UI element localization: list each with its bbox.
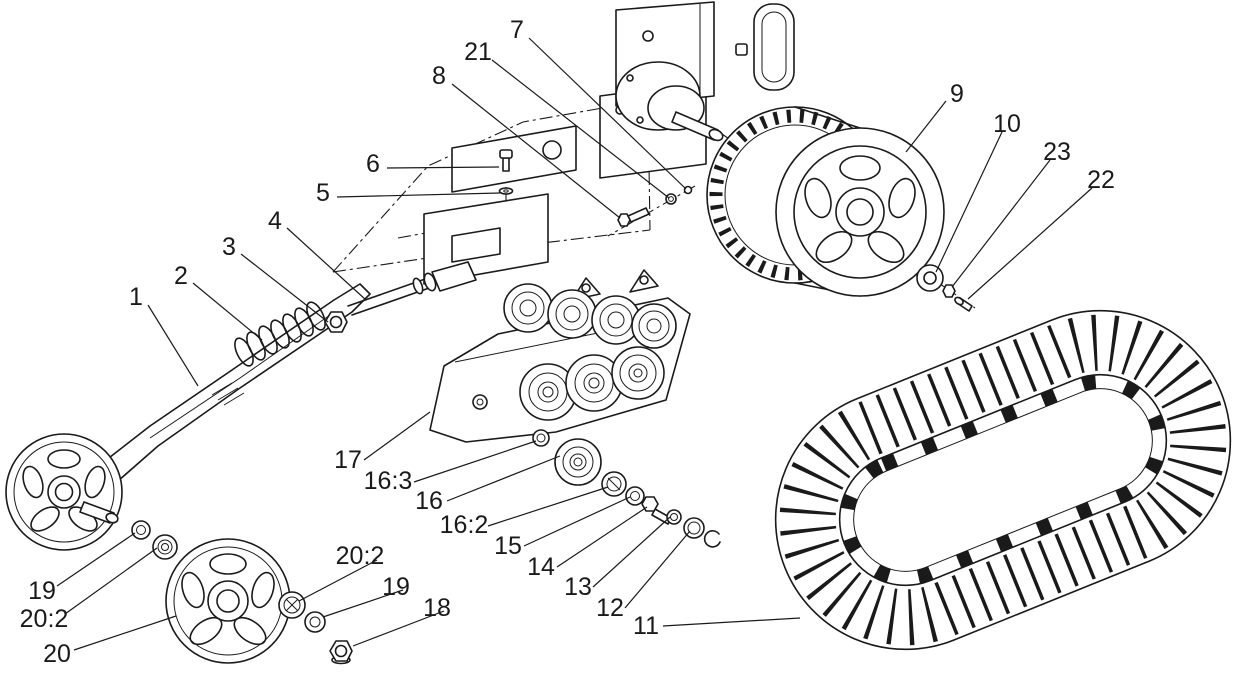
washer-19-right: [304, 611, 326, 633]
leader-line-23: [951, 159, 1051, 288]
bolt-6: [499, 149, 513, 172]
pin-7: [683, 185, 693, 195]
drive-motor-assembly: [615, 1, 795, 142]
leader-line-4: [286, 227, 367, 301]
ring-16-3: [532, 429, 550, 447]
leader-line-8: [451, 83, 621, 219]
roller-16: [554, 438, 602, 486]
leader-line-1: [147, 304, 199, 387]
leader-line-6: [386, 166, 500, 169]
callout-2: 2: [174, 262, 188, 290]
callout-19-left: 19: [28, 577, 56, 605]
leader-line-20-2-right: [298, 559, 378, 602]
callout-6: 6: [366, 150, 380, 178]
callout-1: 1: [129, 283, 143, 311]
leader-line-2: [192, 282, 263, 341]
leader-line-22: [967, 187, 1093, 300]
nut-3: [324, 311, 348, 333]
bolt-23: [942, 284, 956, 298]
callout-4: 4: [268, 207, 282, 235]
washer-21: [665, 193, 677, 205]
callout-19-right: 19: [382, 573, 410, 601]
callout-20-2-right: 20:2: [336, 542, 385, 570]
leader-line-13: [592, 516, 671, 588]
callout-8: 8: [432, 62, 446, 90]
washer-10: [916, 264, 944, 292]
leader-line-18: [352, 610, 445, 647]
washer-5: [498, 187, 514, 195]
tension-spring: [234, 301, 326, 367]
callout-13: 13: [564, 573, 592, 601]
nut-18: [329, 640, 353, 665]
leader-line-20: [73, 615, 177, 651]
front-idler-wheel: [5, 433, 123, 551]
leader-line-9: [905, 100, 947, 153]
bearing-20-2-left: [152, 534, 178, 560]
callout-22: 22: [1087, 166, 1115, 194]
leader-line-11: [662, 617, 801, 627]
callout-17: 17: [334, 446, 362, 474]
callout-21: 21: [464, 38, 492, 66]
snap-ring: [703, 530, 721, 548]
callout-16: 16: [415, 487, 443, 515]
callout-9: 9: [950, 80, 964, 108]
callout-20: 20: [43, 640, 71, 668]
idler-wheel-20: [165, 538, 291, 664]
leader-lines: [56, 37, 1093, 651]
leader-line-14: [556, 506, 648, 568]
rubber-track: [774, 309, 1232, 651]
callout-16-3: 16:3: [364, 467, 413, 495]
callout-7: 7: [510, 16, 524, 44]
callout-labels: 1 2 3 4 5 6 7 21 8 9 10 23 22 17 16:3 16…: [20, 16, 1115, 668]
bogie-top-rollers: [503, 283, 677, 349]
leader-line-7: [528, 37, 687, 190]
bearing-20-2-right: [278, 591, 306, 619]
bogie-roller-assembly: [429, 269, 691, 443]
callout-11: 11: [633, 612, 659, 640]
bolt-8: [617, 207, 650, 227]
leader-line-16-3: [413, 440, 537, 483]
callout-14: 14: [527, 553, 555, 581]
screw-22: [954, 296, 973, 312]
callout-12: 12: [596, 594, 624, 622]
bearing-16-2: [601, 471, 627, 497]
leader-line-5: [336, 192, 501, 198]
leader-line-20-2-left: [64, 547, 158, 615]
bogie-bottom-rollers: [519, 346, 665, 421]
leader-line-15: [523, 496, 631, 547]
callout-5: 5: [316, 179, 330, 207]
washer-15: [625, 486, 645, 506]
washer-13: [666, 509, 682, 525]
callout-3: 3: [222, 233, 236, 261]
callout-18: 18: [423, 594, 451, 622]
callout-10: 10: [993, 110, 1021, 138]
leader-line-17: [363, 411, 431, 461]
callout-15: 15: [494, 532, 522, 560]
callout-16-2: 16:2: [440, 511, 489, 539]
track-guide-lugs: [839, 374, 1167, 586]
tension-rod-4: [347, 261, 477, 316]
leader-line-21: [491, 59, 670, 199]
callout-23: 23: [1043, 138, 1071, 166]
leader-line-16: [446, 455, 561, 502]
leader-line-19-left: [56, 532, 136, 587]
leader-line-10: [935, 131, 1003, 273]
callout-20-2-left: 20:2: [20, 605, 69, 633]
leader-line-12: [624, 530, 691, 609]
drive-sprocket-wheel: [706, 106, 945, 297]
leader-line-16-2: [487, 486, 609, 527]
leader-line-19-right: [322, 589, 404, 618]
leader-line-3: [240, 253, 329, 323]
washer-19-left: [131, 520, 151, 540]
